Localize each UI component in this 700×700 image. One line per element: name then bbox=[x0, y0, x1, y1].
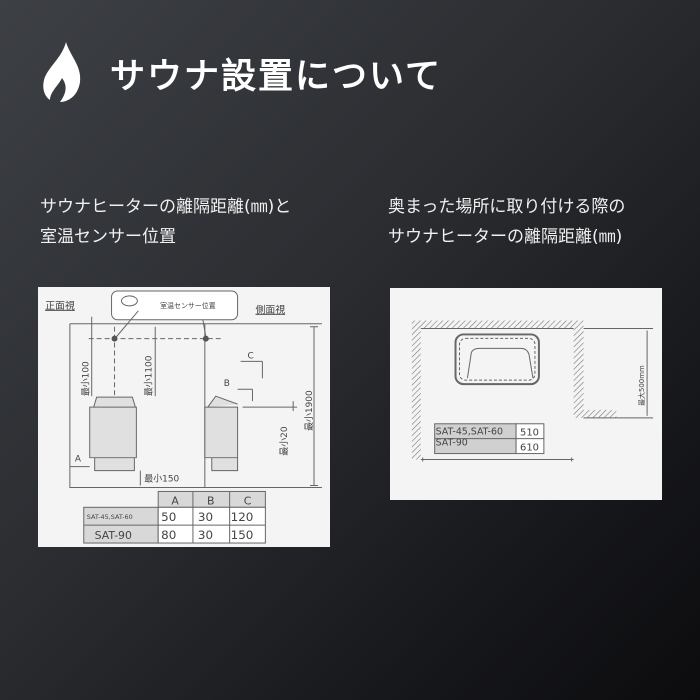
page-title: サウナ設置について bbox=[110, 57, 442, 97]
cell: 510 bbox=[520, 428, 539, 439]
cell: 150 bbox=[231, 528, 254, 542]
dim-top: 最小100 bbox=[81, 361, 92, 396]
row-model: SAT-45,SAT-60 bbox=[436, 427, 503, 438]
row-model: SAT-45,SAT-60 bbox=[87, 513, 133, 521]
recess-table: SAT-45,SAT-60 510 SAT-90 610 bbox=[434, 423, 545, 455]
cell: 610 bbox=[520, 443, 539, 454]
left-caption-line1: サウナヒーターの離隔距離(㎜)と bbox=[40, 197, 292, 217]
th-a: A bbox=[171, 494, 179, 507]
front-view-label: 正面視 bbox=[45, 299, 75, 312]
dim-height: 最小1900 bbox=[304, 390, 315, 431]
dim-depth: 最大500mm bbox=[637, 365, 646, 406]
flame-icon bbox=[43, 42, 81, 102]
dim-20: 最小20 bbox=[279, 426, 290, 456]
cell: 50 bbox=[161, 510, 176, 524]
cell: 30 bbox=[198, 528, 213, 542]
th-b: B bbox=[207, 494, 214, 507]
dim-floor: 最小150 bbox=[144, 474, 179, 485]
label-c: C bbox=[248, 351, 254, 361]
side-view-label: 側面視 bbox=[255, 303, 285, 316]
row-model: SAT-90 bbox=[95, 529, 132, 542]
cell: 120 bbox=[231, 510, 254, 524]
recess-diagram: 最大500mm SAT-45,SAT-60 510 SAT-90 610 bbox=[390, 288, 662, 500]
label-b: B bbox=[224, 379, 230, 389]
dim-sensor: 最小1100 bbox=[143, 355, 154, 396]
cell: 80 bbox=[161, 528, 176, 542]
clearance-diagram: 正面視 側面視 室温センサー位置 最小100 最小1100 最小1900 最小2… bbox=[38, 287, 330, 547]
cell: 30 bbox=[198, 510, 213, 524]
right-caption-line2: サウナヒーターの離隔距離(㎜) bbox=[388, 227, 623, 247]
label-a: A bbox=[75, 455, 82, 465]
th-c: C bbox=[244, 494, 252, 507]
row-model: SAT-90 bbox=[436, 438, 468, 449]
sensor-label: 室温センサー位置 bbox=[160, 301, 216, 310]
right-caption-line1: 奥まった場所に取り付ける際の bbox=[388, 197, 626, 217]
left-caption-line2: 室温センサー位置 bbox=[40, 227, 176, 247]
clearance-table: A B C SAT-45,SAT-60 50 30 120 SAT-90 80 … bbox=[83, 490, 266, 544]
